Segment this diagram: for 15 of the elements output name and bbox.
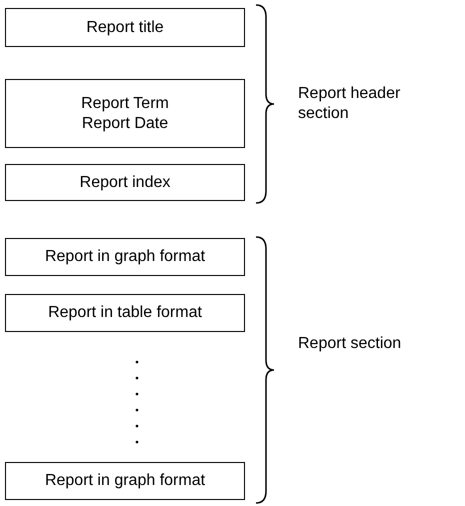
box-text: Report in graph format xyxy=(44,471,206,491)
box-text: Report in table format xyxy=(48,303,202,323)
report-box xyxy=(5,238,245,276)
box-text: Report Date xyxy=(82,114,168,134)
box-text: Report in graph format xyxy=(44,247,206,267)
report-box xyxy=(5,8,245,47)
section-label: Report header section xyxy=(298,84,402,124)
box-text: Report index xyxy=(80,172,170,192)
report-box xyxy=(5,462,245,500)
report-box xyxy=(5,79,245,148)
box-text: Report title xyxy=(86,18,164,38)
section-label: Report section xyxy=(298,334,402,354)
box-text: Report Term xyxy=(81,94,169,114)
report-box xyxy=(5,164,245,201)
report-box xyxy=(5,294,245,332)
